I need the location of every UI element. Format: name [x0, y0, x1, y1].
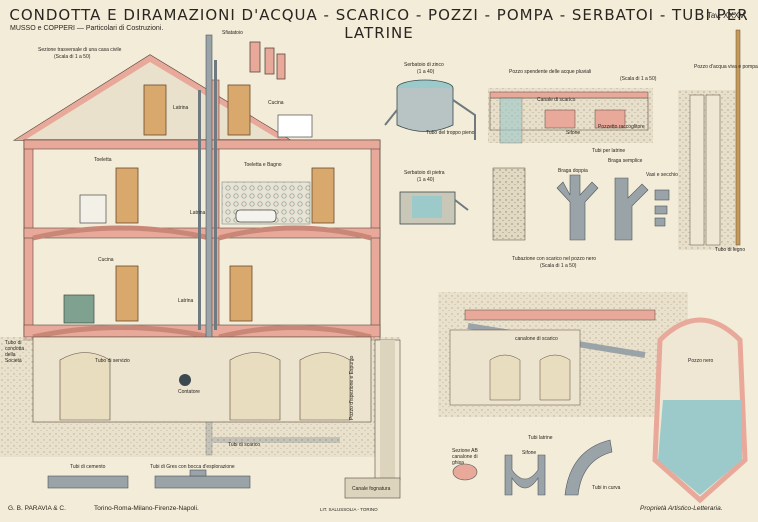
label-zinco-scale: (1 a 40)	[417, 69, 435, 75]
footer-cities: Torino-Roma-Milano-Firenze-Napoli.	[94, 505, 199, 512]
label-tubi-scarico: Tubi di scarico	[228, 442, 261, 448]
footer-printer: LIT. SALUSSOLIA - TORINO	[320, 507, 378, 512]
bathtub	[235, 209, 277, 223]
label-braga-semplice: Braga semplice	[608, 158, 643, 164]
label-contatore: Contatore	[178, 389, 200, 395]
cement-pipe	[47, 475, 129, 489]
door	[143, 84, 167, 136]
label-canale-fognatura: Canale fognatura	[352, 486, 391, 492]
double-branch	[556, 174, 599, 241]
footer-rights: Proprietà Artistico-Letteraria.	[640, 505, 723, 512]
label-toeletta-bagno: Toeletta e Bagno	[244, 162, 282, 168]
label-pietra-scale: (1 a 40)	[417, 177, 435, 183]
pump-well	[678, 29, 741, 250]
label-canalone: canalone di scarico	[515, 336, 558, 342]
door	[115, 265, 139, 322]
tanks	[384, 79, 476, 225]
label-latrina-mid: Latrina	[190, 210, 206, 216]
cesspool-section	[438, 292, 748, 504]
well-scale: (Scala di 1 a 50)	[620, 76, 657, 82]
pump-title: Pozzo d'acqua viva e pompa	[694, 64, 758, 70]
plate-title: CONDOTTA E DIRAMAZIONI D'ACQUA - SCARICO…	[9, 6, 749, 42]
washstand	[79, 194, 107, 224]
water-riser	[214, 60, 217, 330]
siphon	[504, 454, 546, 496]
label-canale-scarico: Canale di scarico	[537, 97, 576, 103]
water-meter	[179, 374, 191, 386]
label-tubi-curva: Tubi in curva	[592, 485, 621, 491]
label-sifone: Sifone	[522, 450, 537, 456]
chimney	[249, 41, 261, 73]
label-tubo-condotta: Tubo di condotta della Società	[5, 340, 25, 364]
door	[311, 167, 335, 224]
well-title: Pozzo spendente delle acque pluviali	[509, 69, 592, 75]
label-tubi-gres: Tubi di Gres con bocca d'esplorazione	[150, 464, 235, 470]
wooden-pipe	[735, 29, 741, 246]
label-tubo-servizio: Tubo di servizio	[95, 358, 130, 364]
label-serbatoio-pietra: Serbatoio di pietra	[404, 170, 445, 176]
stoneware-pipe	[154, 475, 251, 489]
label-pozzo-nero: Pozzo nero	[688, 358, 714, 364]
kitchen-stove	[277, 114, 313, 138]
rain-well-shaft	[499, 97, 523, 144]
label-pozzetto: Pozzetto raccoglitore	[598, 124, 645, 130]
door	[229, 265, 253, 322]
label-latrina-low: Latrina	[178, 298, 194, 304]
cast-iron-channel	[452, 463, 478, 481]
label-sifone-well: Sifone	[566, 130, 581, 136]
house-title: Sezione trasversale di una casa civile	[38, 47, 122, 53]
footer-publisher: G. B. PARAVIA & C.	[8, 505, 66, 512]
kitchen-stove	[63, 294, 95, 324]
bottom-pipes	[47, 439, 613, 496]
cesspool-scale: (Scala di 1 a 50)	[540, 263, 577, 269]
label-tubo-legno: Tubo di legno	[715, 247, 746, 253]
label-cucina-top: Cucina	[268, 100, 284, 106]
chimney	[276, 53, 286, 80]
label-tubi-cemento: Tubi di cemento	[70, 464, 106, 470]
door	[227, 84, 251, 136]
sewer-channel	[344, 477, 401, 499]
single-branch	[614, 177, 649, 241]
label-latrina-top: Latrina	[173, 105, 189, 111]
label-pozzo-ispezione: Pozzo d'ispezione e Espurgo	[349, 355, 355, 420]
house-scale: (Scala di 1 a 50)	[54, 54, 91, 60]
latrine-fittings	[556, 174, 670, 241]
cesspool-title: Tubazione con scarico nel pozzo nero	[512, 256, 597, 262]
latrine-pipes-title: Tubi per latrine	[592, 148, 626, 154]
plate-number: Tav. XXXV.	[706, 11, 746, 20]
label-cucina-low: Cucina	[98, 257, 114, 263]
rainwater-well	[488, 88, 653, 241]
label-serbatoio-zinco: Serbatoio di zinco	[404, 62, 444, 68]
house-section	[0, 34, 401, 499]
curved-pipe	[564, 439, 613, 496]
label-braga-doppia: Braga doppia	[558, 168, 588, 174]
label-toeletta: Toeletta	[94, 157, 112, 163]
door	[115, 167, 139, 224]
label-vasi: Vasi e secchio	[646, 172, 678, 178]
plate-subtitle: MUSSO e COPPERI — Particolari di Costruz…	[10, 25, 164, 32]
label-tubi-latrine: Tubi latrine	[528, 435, 553, 441]
label-sfiatatoio: Sfiatatoio	[222, 30, 243, 36]
label-troppo-pieno: Tubo del troppo pieno	[426, 130, 475, 136]
zinc-tank	[396, 88, 454, 132]
label-sezione-ab: Sezione AB canalone di ghisa	[452, 448, 478, 466]
chimney	[264, 47, 275, 75]
